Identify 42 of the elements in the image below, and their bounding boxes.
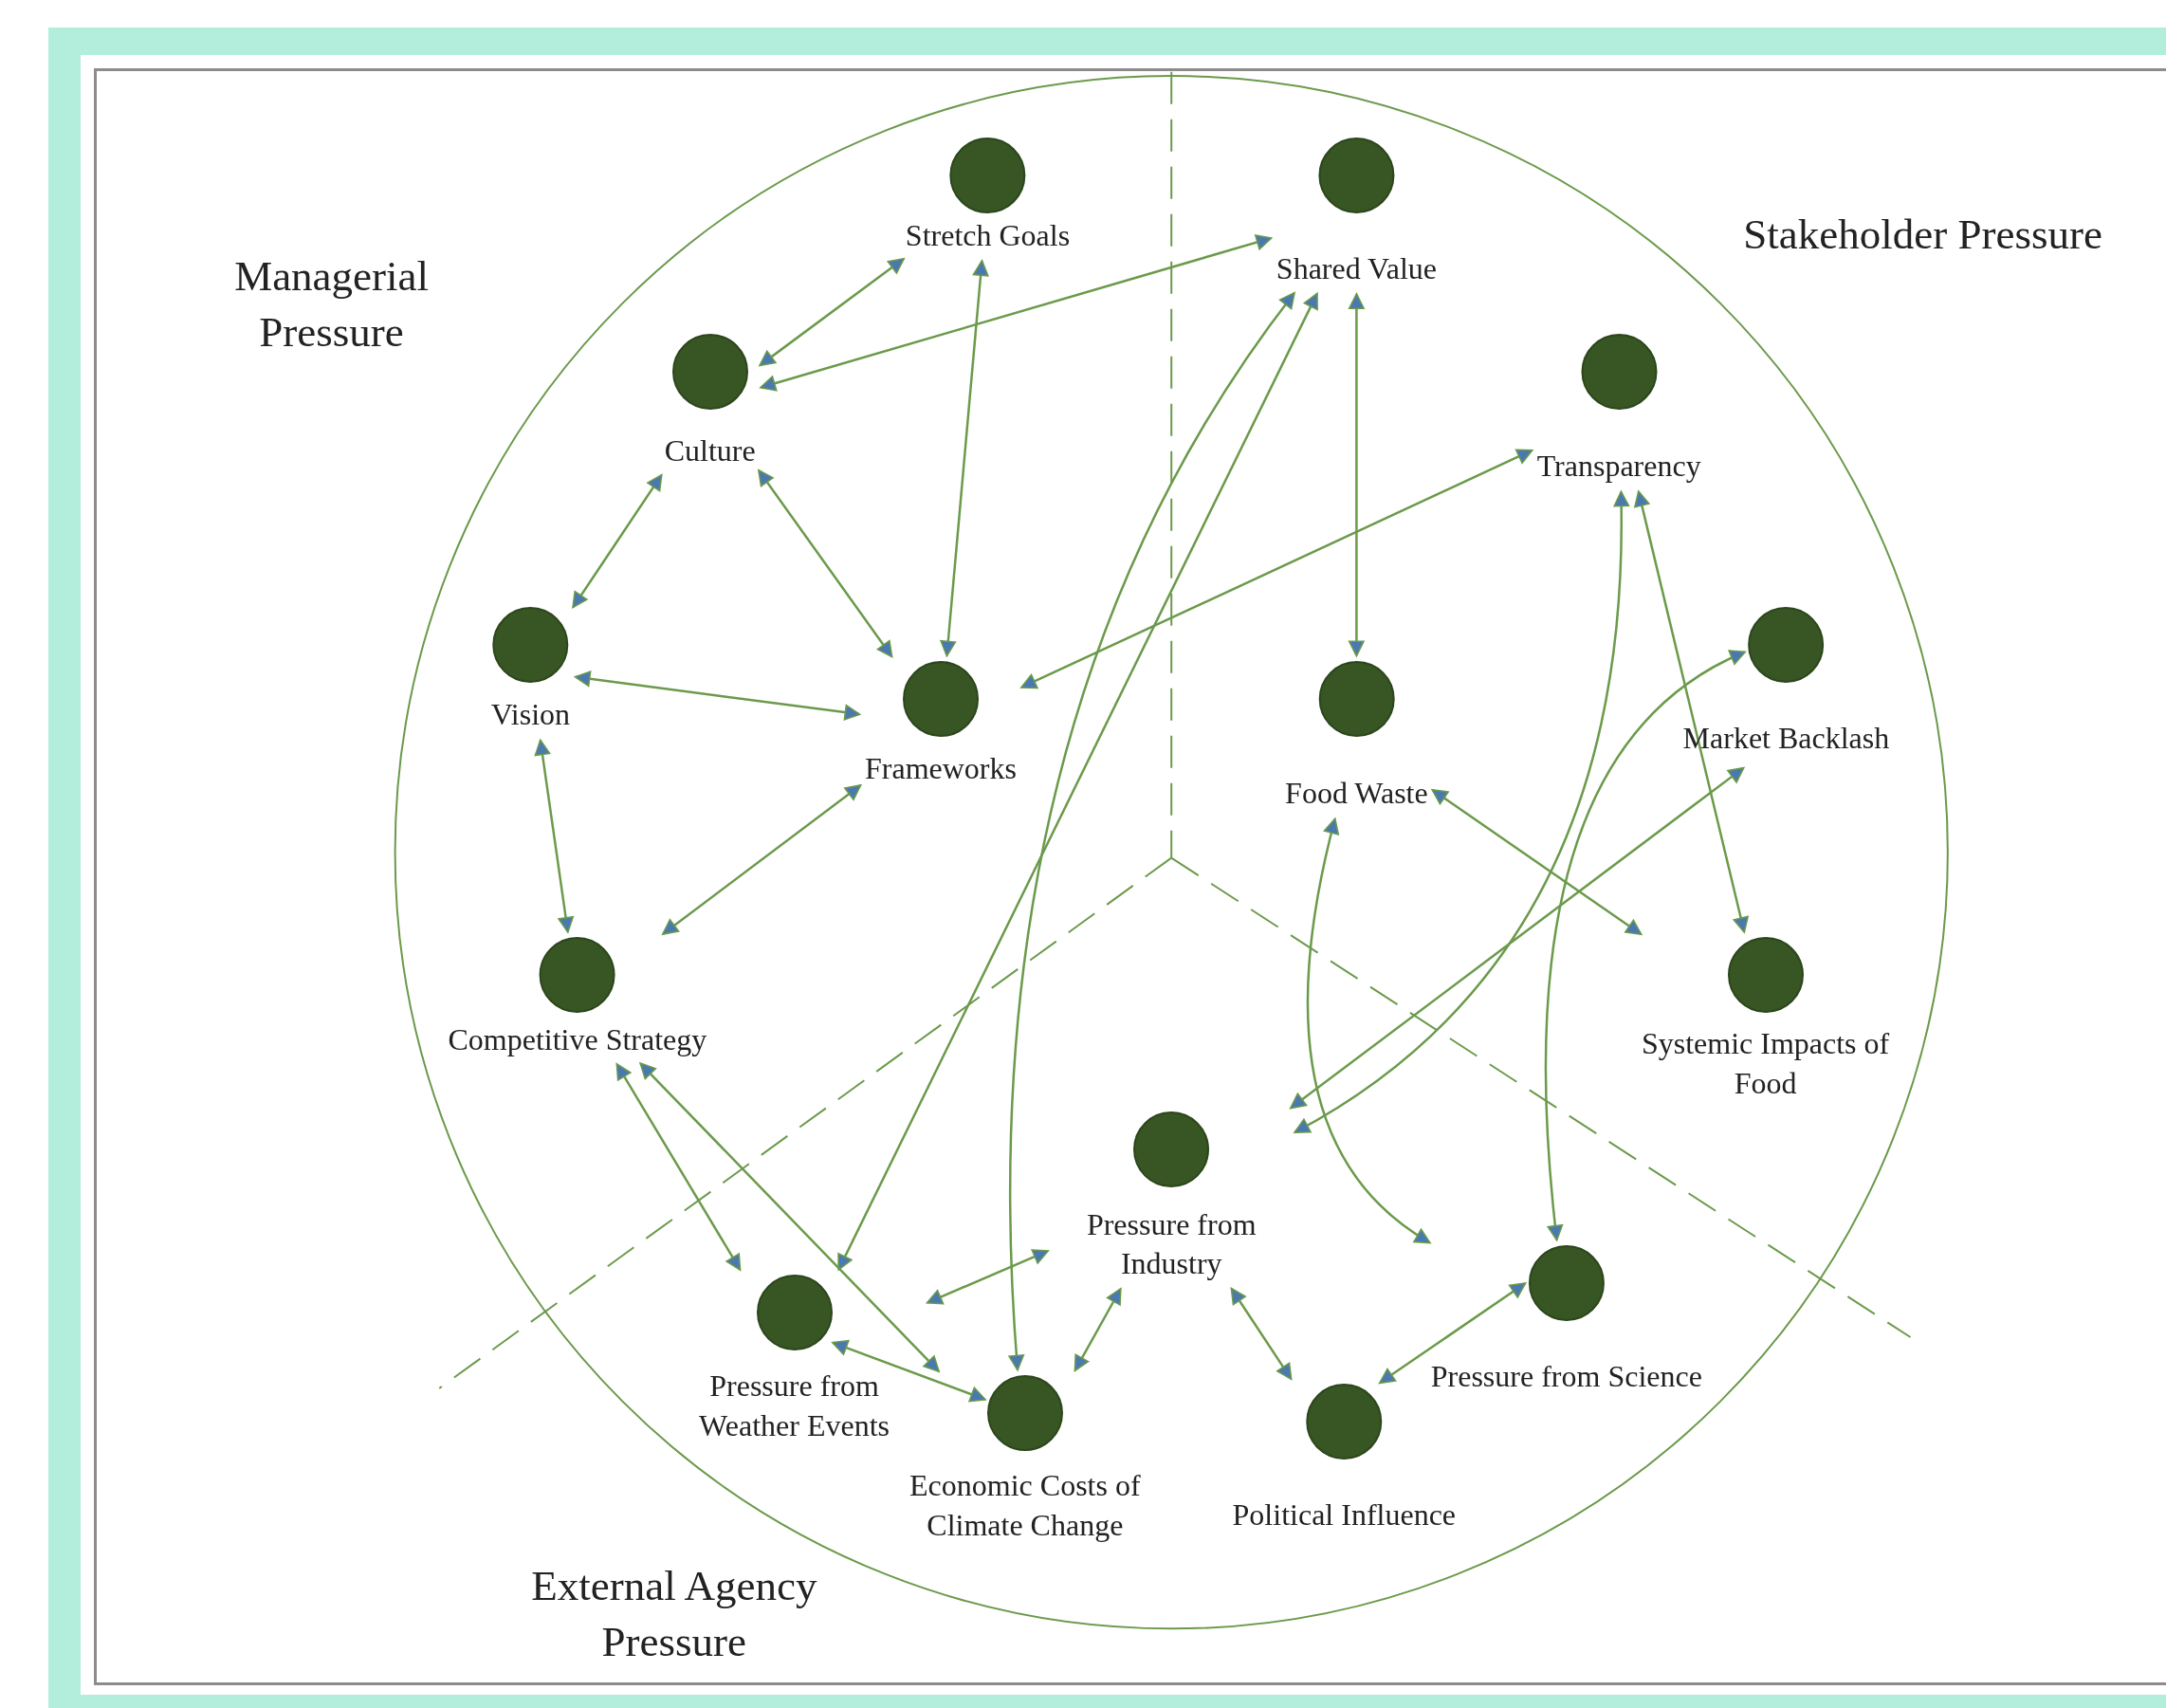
region-label: External Agency Pressure (530, 1561, 818, 1667)
arrow (1379, 1282, 1526, 1385)
arrow (1230, 1288, 1293, 1380)
arrow (760, 234, 1273, 392)
node-label: Stretch Goals (905, 216, 1071, 254)
arrow (759, 258, 905, 367)
arrow (1634, 490, 1749, 933)
node-label: Political Influence (1232, 1496, 1457, 1534)
arrow (1431, 789, 1643, 935)
node-label: Food Waste (1285, 775, 1428, 813)
arrow (662, 784, 862, 935)
node-label: Frameworks (864, 750, 1017, 788)
node-label: Shared Value (1276, 249, 1437, 287)
region-label: Managerial Pressure (233, 251, 431, 358)
node-label: Competitive Strategy (448, 1020, 707, 1058)
node-label: Pressure from Industry (1085, 1205, 1257, 1283)
arrow (1290, 766, 1745, 1110)
arrow (572, 474, 663, 609)
node-label: Pressure from Weather Events (698, 1368, 890, 1444)
arrow (940, 260, 989, 657)
arrow (1294, 490, 1629, 1133)
arrow (1306, 817, 1431, 1244)
node-label: Pressure from Science (1430, 1358, 1702, 1396)
region-label: Stakeholder Pressure (1743, 210, 2102, 261)
node-label: Systemic Impacts of Food (1640, 1025, 1891, 1102)
node-label: Vision (490, 696, 571, 734)
arrow (1020, 449, 1533, 689)
arrow (832, 1340, 986, 1402)
arrow (575, 670, 860, 721)
arrow (927, 1249, 1049, 1305)
node-label: Transparency (1536, 448, 1701, 486)
arrow (639, 1062, 940, 1372)
node-label: Culture (664, 432, 756, 470)
arrow (758, 469, 893, 658)
arrow (1074, 1288, 1122, 1371)
node-label: Economic Costs of Climate Change (909, 1467, 1142, 1544)
arrow (615, 1063, 742, 1271)
arrow (535, 739, 574, 933)
arrow (837, 292, 1318, 1271)
arrow (1544, 651, 1746, 1241)
arrow (1009, 292, 1295, 1371)
arrow (1349, 293, 1365, 657)
